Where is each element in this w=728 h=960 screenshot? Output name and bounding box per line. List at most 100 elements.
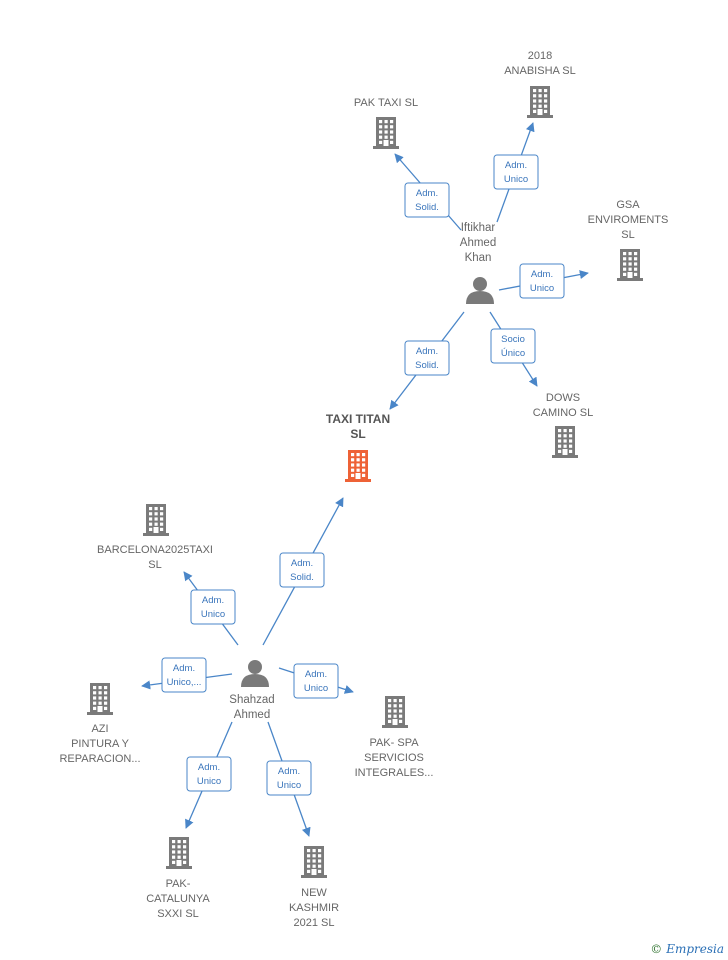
edge-label-text: Socio xyxy=(501,334,525,345)
edge-label-text: Adm. xyxy=(416,188,438,199)
edge-label-text: Solid. xyxy=(415,202,439,213)
company-node-gsa[interactable]: GSA ENVIROMENTS SL xyxy=(588,199,669,281)
edge-label-text: Adm. xyxy=(291,558,313,569)
company-node-barcelona[interactable]: BARCELONA2025TAXI SL xyxy=(97,504,213,571)
edge-label-text: Adm. xyxy=(505,160,527,171)
person-icon xyxy=(466,277,494,304)
edge-label-box xyxy=(190,589,236,625)
edge-label-text: Unico xyxy=(530,283,554,294)
edge-shah-kashmir[interactable]: Adm. Unico xyxy=(266,721,312,837)
company-node-dows[interactable]: DOWS CAMINO SL xyxy=(533,392,594,458)
edge-label-text: Único xyxy=(501,348,525,359)
edge-shah-azi[interactable]: Adm. Unico,... xyxy=(141,657,233,693)
company-label: REPARACION... xyxy=(59,753,140,765)
company-label: SL xyxy=(621,229,634,241)
edge-label-box xyxy=(279,552,325,588)
edge-label-text: Unico,... xyxy=(167,677,202,688)
company-label: PINTURA Y xyxy=(71,738,130,750)
edge-label-text: Solid. xyxy=(415,360,439,371)
edge-label-box xyxy=(404,340,450,376)
edge-label-box xyxy=(490,328,536,364)
company-label: SL xyxy=(148,559,161,571)
building-icon xyxy=(527,86,553,118)
person-icon xyxy=(241,660,269,687)
edge-label-box xyxy=(266,760,312,796)
brand-logo: Empresia xyxy=(666,942,724,956)
company-label: INTEGRALES... xyxy=(355,767,434,779)
building-icon xyxy=(301,846,327,878)
edge-ifti-gsa[interactable]: Adm. Unico xyxy=(498,263,589,299)
edge-label-text: Unico xyxy=(504,174,528,185)
company-label: SERVICIOS xyxy=(364,752,424,764)
building-icon xyxy=(143,504,169,536)
person-label: Khan xyxy=(465,252,492,264)
company-label: 2018 xyxy=(528,50,552,62)
company-label: CATALUNYA xyxy=(146,893,210,905)
edge-shah-barcelona[interactable]: Adm. Unico xyxy=(183,571,239,646)
brand-footer: ©Empresia xyxy=(650,942,724,956)
building-icon xyxy=(87,683,113,715)
edge-ifti-anabisha[interactable]: Adm. Unico xyxy=(493,122,539,223)
edge-shah-catalunya[interactable]: Adm. Unico xyxy=(185,721,233,829)
edge-label-box xyxy=(519,263,565,299)
building-icon xyxy=(166,837,192,869)
company-node-catalunya[interactable]: PAK- CATALUNYA SXXI SL xyxy=(146,837,210,920)
edge-label-text: Unico xyxy=(304,683,328,694)
building-icon xyxy=(373,117,399,149)
building-icon xyxy=(345,450,371,482)
building-icon xyxy=(552,426,578,458)
person-label: Ahmed xyxy=(234,709,270,721)
edge-label-text: Adm. xyxy=(305,669,327,680)
company-label: CAMINO SL xyxy=(533,407,594,419)
company-label: PAK- xyxy=(166,878,191,890)
person-label: Iftikhar xyxy=(461,222,496,234)
edge-label-box xyxy=(404,182,450,218)
person-label: Ahmed xyxy=(460,237,496,249)
edge-ifti-pak-taxi[interactable]: Adm. Solid. xyxy=(394,153,462,231)
edge-label-text: Adm. xyxy=(416,346,438,357)
edge-label-text: Adm. xyxy=(278,766,300,777)
edge-label-text: Unico xyxy=(201,609,225,620)
company-label: BARCELONA2025TAXI xyxy=(97,544,213,556)
edge-shah-taxi-titan[interactable]: Adm. Solid. xyxy=(262,497,344,646)
edge-label-box xyxy=(293,663,339,699)
edge-label-text: Unico xyxy=(197,776,221,787)
company-node-azi[interactable]: AZI PINTURA Y REPARACION... xyxy=(59,683,141,765)
company-label: SL xyxy=(350,427,365,441)
company-label: PAK TAXI SL xyxy=(354,97,418,109)
company-node-pak-taxi[interactable]: PAK TAXI SL xyxy=(354,97,418,149)
building-icon xyxy=(617,249,643,281)
company-label: AZI xyxy=(91,723,108,735)
company-label: NEW xyxy=(301,887,327,899)
edge-ifti-taxi-titan[interactable]: Adm. Solid. xyxy=(389,311,465,410)
company-label: ANABISHA SL xyxy=(504,65,576,77)
edge-label-text: Adm. xyxy=(202,595,224,606)
edge-label-text: Unico xyxy=(277,780,301,791)
copyright-icon: © xyxy=(650,942,663,956)
edge-label-text: Solid. xyxy=(290,572,314,583)
edge-label-text: Adm. xyxy=(531,269,553,280)
company-label: SXXI SL xyxy=(157,908,199,920)
edge-label-box xyxy=(493,154,539,190)
edge-label-box xyxy=(161,657,207,693)
company-label: ENVIROMENTS xyxy=(588,214,669,226)
company-label: TAXI TITAN xyxy=(326,412,390,426)
company-label: PAK- SPA xyxy=(369,737,419,749)
company-label: 2021 SL xyxy=(294,917,335,929)
company-label: DOWS xyxy=(546,392,580,404)
edge-label-text: Adm. xyxy=(198,762,220,773)
building-icon xyxy=(382,696,408,728)
company-node-pakspa[interactable]: PAK- SPA SERVICIOS INTEGRALES... xyxy=(355,696,434,779)
edge-label-text: Adm. xyxy=(173,663,195,674)
edge-shah-pakspa[interactable]: Adm. Unico xyxy=(278,663,354,699)
person-label: Shahzad xyxy=(229,694,274,706)
edge-label-box xyxy=(186,756,232,792)
company-label: GSA xyxy=(616,199,640,211)
